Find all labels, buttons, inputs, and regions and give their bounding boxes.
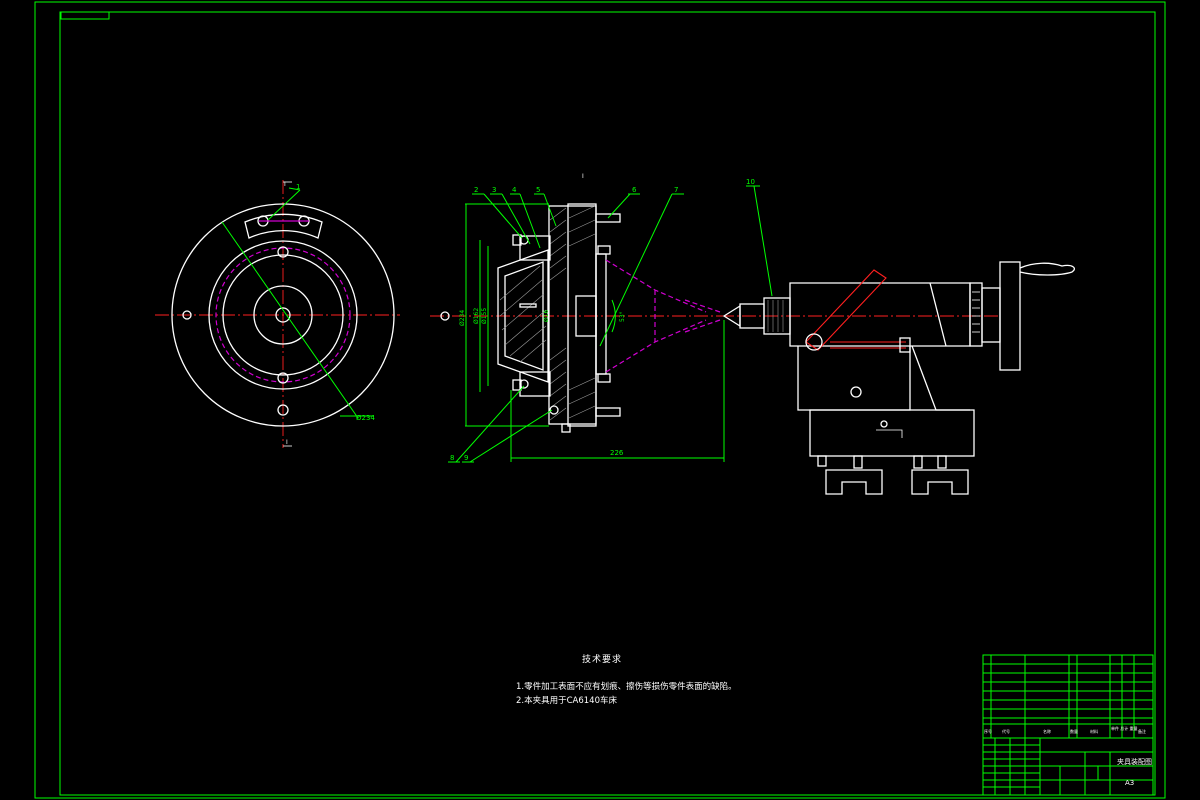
dim-angle: 53° [619,311,626,322]
tech-requirement-1: 1.零件加工表面不应有划痕、擦伤等损伤零件表面的缺陷。 [516,682,737,692]
tb-header-weight: 单件 总计 重量 [1111,725,1138,731]
tech-requirement-2: 2.本夹具用于CA6140车床 [516,696,617,706]
balloon-10: 10 [746,178,755,186]
outer-border [34,1,1166,799]
dim-front-dia: Ø234 [356,414,375,422]
tb-header-name: 名称 [1043,728,1051,734]
tb-header-remark: 备注 [1138,728,1146,734]
balloon-7: 7 [674,186,678,194]
balloon-5: 5 [536,186,540,194]
balloon-6: 6 [632,186,637,194]
corner-code-box [60,11,110,20]
balloon-1: 1 [296,183,300,191]
front-view: I I Ø234 1 [155,180,400,448]
tb-header-code: 代号 [1002,728,1010,734]
inner-border [59,11,1156,796]
tb-sheet-size: A3 [1125,779,1134,787]
tailstock-view: 10 [720,178,1076,495]
tech-requirements-title: 技术要求 [582,655,623,665]
tb-drawing-title: 夹具装配图 [1117,757,1152,766]
dim-side-dia-3: Ø155 [481,308,488,324]
tb-header-index: 序号 [984,728,992,734]
section-mark-bottom: I [286,439,288,446]
section-mark-top: I [284,181,286,188]
dim-length: 226 [610,449,624,457]
tb-header-material: 材料 [1090,728,1098,734]
tb-header-qty: 数量 [1070,728,1078,734]
section-view: Ø234 Ø162 Ø155 Ø16 226 53° I 2 3 4 5 6 7… [430,173,730,463]
dim-side-dia-2: Ø162 [473,308,480,324]
balloon-8: 8 [450,454,454,462]
balloon-3: 3 [492,186,496,194]
section-label: I [582,173,584,180]
balloon-9: 9 [464,454,468,462]
balloon-4: 4 [512,186,517,194]
balloon-2: 2 [474,186,478,194]
dim-inner-dia: Ø16 [543,309,550,322]
dim-side-dia-1: Ø234 [459,310,466,326]
title-block: 序号 代号 名称 数量 材料 单件 总计 重量 备注 夹具装配图 A3 [982,654,1154,796]
